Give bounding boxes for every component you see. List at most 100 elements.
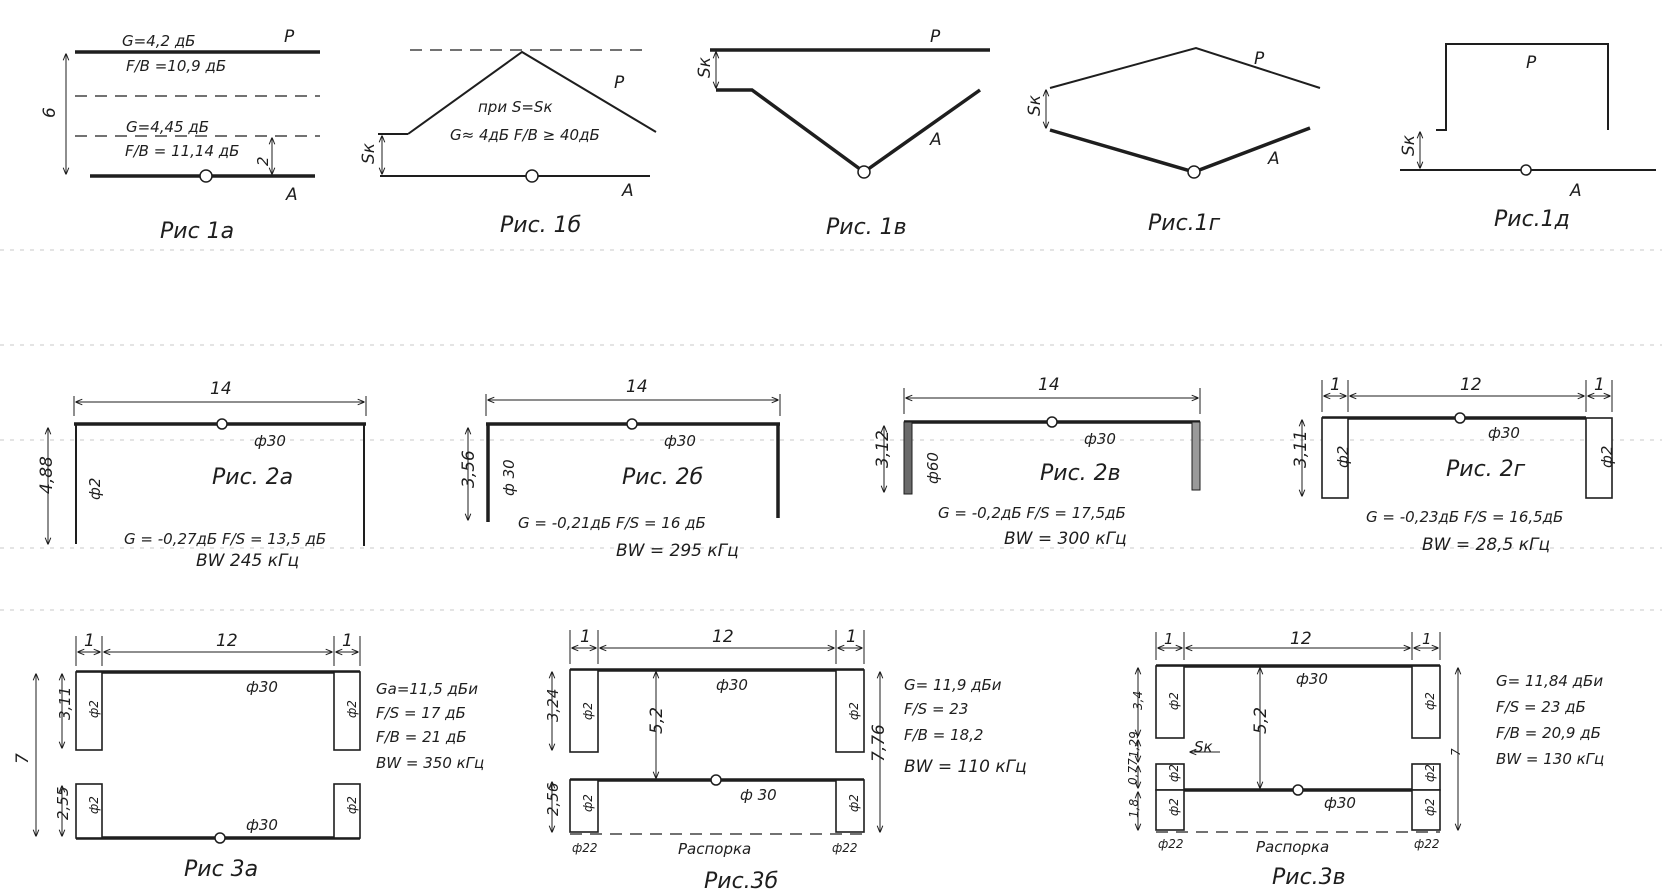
lower-stub-right bbox=[835, 779, 865, 833]
caption: Рис. 2в bbox=[1040, 461, 1121, 486]
front-back: F/B = 21 дБ bbox=[376, 728, 467, 746]
span-left: 1 bbox=[1164, 630, 1174, 648]
wire-top-dia: ф30 bbox=[246, 678, 278, 696]
caption: Рис. 1б bbox=[500, 213, 581, 238]
span-left: 1 bbox=[1330, 375, 1341, 395]
reflector-loop bbox=[1436, 43, 1609, 131]
small-height: 0,77 bbox=[1126, 758, 1140, 785]
reflector-wire bbox=[407, 50, 657, 135]
caption: Рис.3б bbox=[704, 869, 778, 894]
stub-dia: ф2 bbox=[1423, 764, 1437, 782]
fig-2g: 1 12 1 3,11 ф30 ф2 ф2 Рис. 2г G = -0,23д… bbox=[1291, 375, 1616, 555]
gain-fs: G = -0,2дБ F/S = 17,5дБ bbox=[938, 504, 1126, 522]
sk-label: Sк bbox=[1194, 738, 1213, 756]
caption: Рис 3а bbox=[184, 857, 258, 882]
stub-dia: ф2 bbox=[86, 478, 104, 500]
reflector-wire bbox=[1049, 46, 1321, 89]
label-a: A bbox=[929, 130, 942, 150]
strut-dia-left: ф22 bbox=[572, 841, 598, 855]
span: 14 bbox=[210, 379, 232, 399]
height: 3,12 bbox=[873, 430, 893, 468]
lower-height: 1,8 bbox=[1127, 799, 1141, 818]
span-right: 1 bbox=[342, 631, 353, 651]
stub-dia: ф2 bbox=[1423, 798, 1437, 816]
total-height: 7,76 bbox=[869, 724, 889, 762]
upper-stub-right bbox=[333, 671, 361, 751]
bandwidth: BW = 300 кГц bbox=[1004, 529, 1127, 549]
front-side: F/S = 17 дБ bbox=[376, 704, 466, 722]
bandwidth: BW = 350 кГц bbox=[376, 754, 484, 772]
feed-point-icon bbox=[1454, 412, 1466, 424]
gain-fs: G = -0,27дБ F/S = 13,5 дБ bbox=[124, 530, 326, 548]
span-mid: 12 bbox=[1460, 375, 1482, 395]
stub-dia: ф2 bbox=[87, 796, 101, 814]
strut-dia-right: ф22 bbox=[832, 841, 858, 855]
stub-dia: ф2 bbox=[87, 700, 101, 718]
span-left: 1 bbox=[84, 631, 95, 651]
upper-height: 3,4 bbox=[1131, 691, 1145, 710]
caption: Рис.1д bbox=[1494, 207, 1570, 232]
feed-point-icon bbox=[216, 418, 228, 430]
upper-height: 3,11 bbox=[56, 687, 74, 720]
height: 4,88 bbox=[37, 456, 57, 494]
label-p: P bbox=[1254, 49, 1265, 69]
feed-point-icon bbox=[1187, 165, 1201, 179]
condition: при S=Sк bbox=[478, 98, 553, 116]
height: 3,56 bbox=[459, 450, 479, 488]
fig-2v: 14 3,12 ф30 ф60 Рис. 2в G = -0,2дБ F/S =… bbox=[873, 375, 1201, 549]
upper-stub-right bbox=[835, 669, 865, 753]
fig-1d: Sк P A Рис.1д bbox=[1399, 43, 1656, 232]
front-back: F/B = 18,2 bbox=[904, 726, 983, 744]
gain: G= 11,84 дБи bbox=[1496, 672, 1603, 690]
mid-stub-right bbox=[1411, 763, 1441, 791]
stub-dia: ф 30 bbox=[500, 459, 518, 496]
side-stub bbox=[903, 421, 913, 495]
wire-bot-dia: ф 30 bbox=[740, 786, 777, 804]
fig-3b: 1 12 1 3,24 2,56 5,2 7,76 ф30 ф 30 ф2 ф2… bbox=[544, 627, 1027, 894]
side-stub-right bbox=[1585, 417, 1613, 499]
caption: Рис. 2г bbox=[1446, 457, 1526, 482]
fig-3v: 1 12 1 3,4 1,29 0,77 1,8 Sк 5,2 7 ф30 ф3… bbox=[1126, 629, 1604, 890]
bandwidth: BW 245 кГц bbox=[196, 551, 299, 571]
span-mid: 12 bbox=[1290, 629, 1312, 649]
wire-dia: ф30 bbox=[254, 432, 286, 450]
lower-height: 2,55 bbox=[54, 787, 72, 820]
side-stub-left bbox=[1321, 417, 1349, 499]
front-side: F/S = 23 дБ bbox=[1496, 698, 1586, 716]
feed-point-icon bbox=[1046, 416, 1058, 428]
caption: Рис. 2б bbox=[622, 465, 703, 490]
lower-stub-left bbox=[75, 783, 103, 839]
sk-label: Sк bbox=[1025, 94, 1045, 116]
label-a: A bbox=[1569, 181, 1582, 201]
stub-dia: ф2 bbox=[581, 794, 595, 812]
caption: Рис.1г bbox=[1148, 211, 1221, 236]
stub-dia: ф2 bbox=[1167, 692, 1181, 710]
lower-stub-left bbox=[569, 779, 599, 833]
side-stub bbox=[1191, 421, 1201, 491]
front-back: F/B = 20,9 дБ bbox=[1496, 724, 1601, 742]
sk-label: Sк bbox=[1399, 134, 1419, 156]
fig-2a: 14 4,88 ф30 ф2 Рис. 2а G = -0,27дБ F/S =… bbox=[37, 379, 367, 571]
fig-1v: Sк P A Рис. 1в bbox=[695, 27, 990, 240]
fig-1a: 6 2 G=4,2 дБ F/B =10,9 дБ G=4,45 дБ F/B … bbox=[40, 27, 320, 244]
upper-stub-right bbox=[1411, 665, 1441, 739]
fig-1g: Sк P A Рис.1г bbox=[1025, 46, 1321, 236]
stub-dia: ф2 bbox=[847, 794, 861, 812]
lower-gain: G=4,45 дБ bbox=[126, 118, 209, 136]
label-p: P bbox=[284, 27, 295, 47]
span: 14 bbox=[626, 377, 648, 397]
fig-3a: 1 12 1 7 3,11 2,55 ф30 ф30 ф2 ф2 ф2 ф2 G… bbox=[13, 631, 484, 882]
span-right: 1 bbox=[1422, 630, 1432, 648]
mid-stub-left bbox=[1155, 763, 1185, 791]
upper-stub-left bbox=[75, 671, 103, 751]
feed-point-icon bbox=[1292, 784, 1304, 796]
bandwidth: BW = 28,5 кГц bbox=[1422, 535, 1550, 555]
stub-dia: ф60 bbox=[924, 452, 942, 484]
gap-height: 1,29 bbox=[1127, 731, 1141, 758]
caption: Рис.3в bbox=[1272, 865, 1346, 890]
fig-2b: 14 3,56 ф30 ф 30 Рис. 2б G = -0,21дБ F/S… bbox=[459, 377, 781, 561]
strut-dia-right: ф22 bbox=[1414, 837, 1440, 851]
strut-dia-left: ф22 bbox=[1158, 837, 1184, 851]
bandwidth: BW = 130 кГц bbox=[1496, 750, 1604, 768]
feed-point-icon bbox=[199, 169, 213, 183]
